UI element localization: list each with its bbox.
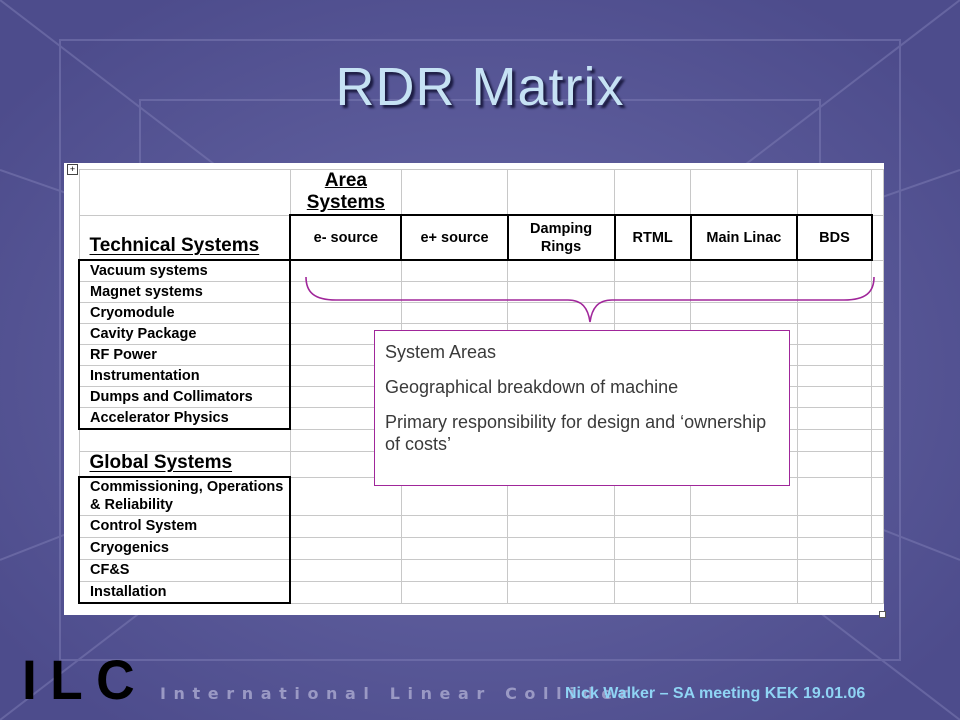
table-row: Cryogenics xyxy=(77,536,884,560)
table-row: Cryomodule xyxy=(77,301,884,324)
row-label-dumps-and-collimators: Dumps and Collimators xyxy=(77,385,292,408)
row-label-commissioning: Commissioning, Operations & Reliability xyxy=(77,476,292,516)
row-label-control-system: Control System xyxy=(77,514,292,538)
column-header-e-source: e- source xyxy=(289,214,402,261)
system-areas-callout: System Areas Geographical breakdown of m… xyxy=(374,330,790,486)
row-label-rf-power: RF Power xyxy=(77,343,292,366)
corner-cell xyxy=(78,169,291,216)
column-header-main-linac: Main Linac xyxy=(689,214,798,261)
footer-credit: Nick Walker – SA meeting KEK 19.01.06 xyxy=(565,685,866,702)
row-label-installation: Installation xyxy=(77,580,292,604)
global-systems-header: Global Systems xyxy=(78,450,291,478)
row-label-magnet-systems: Magnet systems xyxy=(77,280,292,303)
row-label-accelerator-physics: Accelerator Physics xyxy=(77,406,292,430)
table-row: Magnet systems xyxy=(77,280,884,303)
table-row: Control System xyxy=(77,514,884,538)
row-label-instrumentation: Instrumentation xyxy=(77,364,292,387)
callout-line-3: Primary responsibility for design and ‘o… xyxy=(385,412,767,454)
column-header-e-plus-source: e+ source xyxy=(400,214,509,261)
table-row: Vacuum systems xyxy=(77,259,884,282)
area-header-line2: Systems xyxy=(306,192,385,213)
table-row: CF&S xyxy=(77,558,884,582)
move-handle-icon[interactable]: + xyxy=(67,164,78,175)
technical-systems-header: Technical Systems xyxy=(78,214,291,261)
area-header-line1: Area xyxy=(324,170,367,191)
callout-line-2: Geographical breakdown of machine xyxy=(385,377,679,397)
area-systems-header: Area Systems xyxy=(289,169,402,216)
row-label-cryogenics: Cryogenics xyxy=(77,536,292,560)
row-label-cavity-package: Cavity Package xyxy=(77,322,292,345)
table-row: Installation xyxy=(77,580,884,604)
resize-handle-icon[interactable] xyxy=(879,611,886,618)
column-header-rtml: RTML xyxy=(613,214,692,261)
column-header-damping-rings: Damping Rings xyxy=(506,214,616,261)
column-header-bds: BDS xyxy=(796,214,873,261)
logo-wordmark: International Linear Collider xyxy=(160,684,636,703)
ilc-logo: ILC xyxy=(22,655,148,703)
row-label-cryomodule: Cryomodule xyxy=(77,301,292,324)
logo-letters: ILC xyxy=(22,655,148,703)
slide-title: RDR Matrix xyxy=(335,57,625,117)
callout-line-1: System Areas xyxy=(385,342,497,362)
row-label-vacuum-systems: Vacuum systems xyxy=(77,259,292,282)
row-label-cfs: CF&S xyxy=(77,558,292,582)
